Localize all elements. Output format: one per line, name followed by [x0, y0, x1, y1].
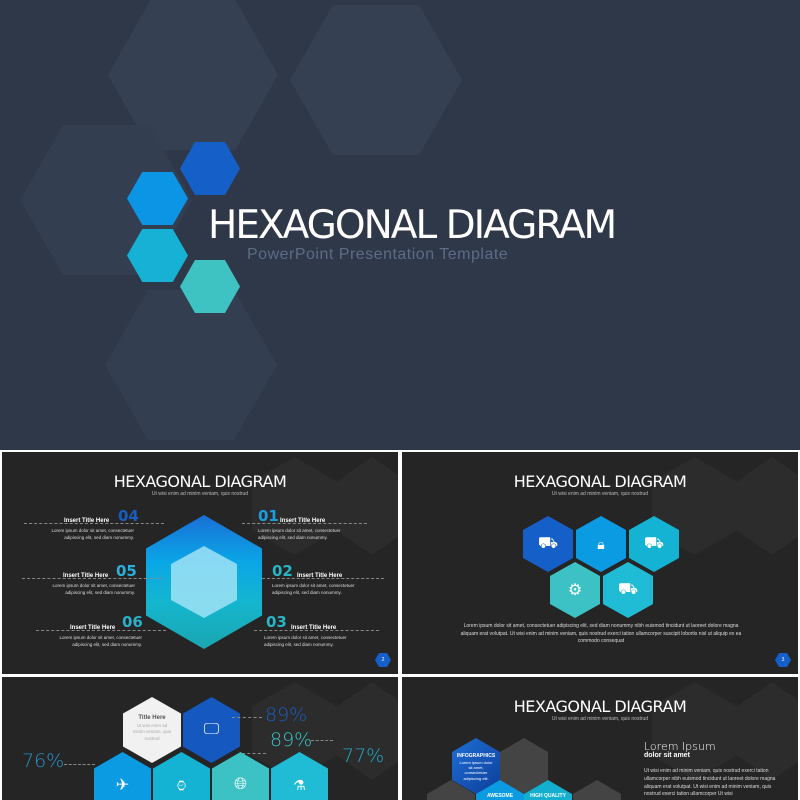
- globe-percentage: 89%: [270, 729, 313, 751]
- item-desc: Lorem ipsum dolor sit amet, consectetuer…: [52, 583, 135, 595]
- item-number: 06: [122, 613, 143, 631]
- page-number-badge: 3: [775, 653, 791, 667]
- item-number: 05: [116, 562, 137, 580]
- item-number: 03: [266, 613, 287, 631]
- hexagon-cyan: [127, 229, 188, 282]
- cover-title: HEXAGONAL DIAGRAM: [208, 203, 617, 248]
- leader-line: [232, 717, 262, 718]
- hex-text: Lorem ipsum dolor sit amet, consectetuer…: [459, 760, 493, 781]
- page-number-badge: 2: [375, 653, 391, 667]
- leader-line: [24, 523, 164, 524]
- flask-percentage: 77%: [342, 745, 385, 767]
- item-title: Insert Title Here: [64, 518, 110, 524]
- slide-title: HEXAGONAL DIAGRAM: [513, 697, 687, 716]
- item-title: Insert Title Here: [280, 518, 326, 524]
- leader-line: [64, 764, 95, 765]
- hexagon-blue: [127, 172, 188, 225]
- slide-subtitle: Ut wisi enim ad minim veniam, quis nostr…: [551, 491, 649, 497]
- slide-title: HEXAGONAL DIAGRAM: [513, 472, 687, 491]
- item-number: 01: [258, 507, 279, 525]
- item-desc: Lorem ipsum dolor sit amet, consectetuer…: [272, 583, 355, 595]
- slide-subtitle: Ut wisi enim ad minim veniam, quis nostr…: [551, 716, 649, 722]
- item-title: Insert Title Here: [297, 573, 343, 579]
- cover-subtitle: PowerPoint Presentation Template: [247, 246, 509, 263]
- slide-5-thumbnail[interactable]: HEXAGONAL DIAGRAM Ut wisi enim ad minim …: [402, 677, 798, 800]
- item-number: 02: [272, 562, 293, 580]
- monitor-percentage: 89%: [265, 704, 308, 726]
- lock-icon: 🔒︎: [576, 516, 626, 572]
- item-desc: Lorem ipsum dolor sit amet, consectetuer…: [51, 528, 134, 540]
- slide-title: HEXAGONAL DIAGRAM: [113, 472, 287, 491]
- bg-hexagon: [290, 5, 462, 155]
- slide-3-thumbnail[interactable]: HEXAGONAL DIAGRAM Ut wisi enim ad minim …: [402, 452, 798, 674]
- body-text: Ut wisi enim ad minim veniam, quis nostr…: [644, 768, 776, 798]
- leader-line: [242, 753, 266, 754]
- item-desc: Lorem ipsum dolor sit amet, consectetuer…: [59, 635, 142, 647]
- slide-2-thumbnail[interactable]: HEXAGONAL DIAGRAM Ut wisi enim ad minim …: [2, 452, 398, 674]
- watch-icon: ⌚︎: [153, 752, 210, 800]
- title-card-hexagon: Title Here Ut wisi enim ad minim veniam,…: [123, 697, 181, 763]
- slide-4-thumbnail[interactable]: Title Here Ut wisi enim ad minim veniam,…: [2, 677, 398, 800]
- leader-line: [311, 740, 333, 741]
- item-title: Insert Title Here: [291, 625, 337, 631]
- slide-subtitle: Ut wisi enim ad minim veniam, quis nostr…: [151, 491, 249, 497]
- cube-inner: [171, 546, 237, 618]
- hexagon-teal: [180, 260, 240, 313]
- subheading: dolor sit amet: [644, 752, 690, 759]
- item-desc: Lorem ipsum dolor sit amet, consectetuer…: [258, 528, 341, 540]
- monitor-icon: 🖵: [183, 697, 240, 763]
- leader-line: [254, 630, 379, 631]
- crane-truck-icon: ⛟: [603, 562, 653, 618]
- leader-line: [22, 578, 162, 579]
- cover-slide[interactable]: HEXAGONAL DIAGRAM PowerPoint Presentatio…: [0, 0, 800, 450]
- item-title: Insert Title Here: [70, 625, 116, 631]
- card-text: Ut wisi enim ad minim veniam, quis nostr…: [132, 723, 172, 741]
- card-title: Title Here: [138, 715, 166, 721]
- leader-line: [242, 523, 367, 524]
- gear-icon: ⚙: [550, 562, 600, 618]
- leader-line: [262, 578, 384, 579]
- leader-line: [36, 630, 166, 631]
- bg-hexagon: [105, 290, 277, 440]
- hex-title: INFOGRAPHICS: [456, 753, 496, 759]
- item-desc: Lorem ipsum dolor sit amet, consectetuer…: [264, 635, 347, 647]
- item-number: 04: [118, 507, 139, 525]
- heading: Lorem Ipsum: [644, 740, 716, 753]
- item-title: Insert Title Here: [63, 573, 109, 579]
- paper-plane-icon: ✈: [94, 752, 151, 800]
- body-text: Lorem ipsum dolor sit amet, consectetuer…: [460, 623, 742, 644]
- gray-hexagon: [573, 780, 621, 800]
- cement-mixer-icon: ⛟: [523, 516, 573, 572]
- plane-percentage: 76%: [22, 750, 65, 772]
